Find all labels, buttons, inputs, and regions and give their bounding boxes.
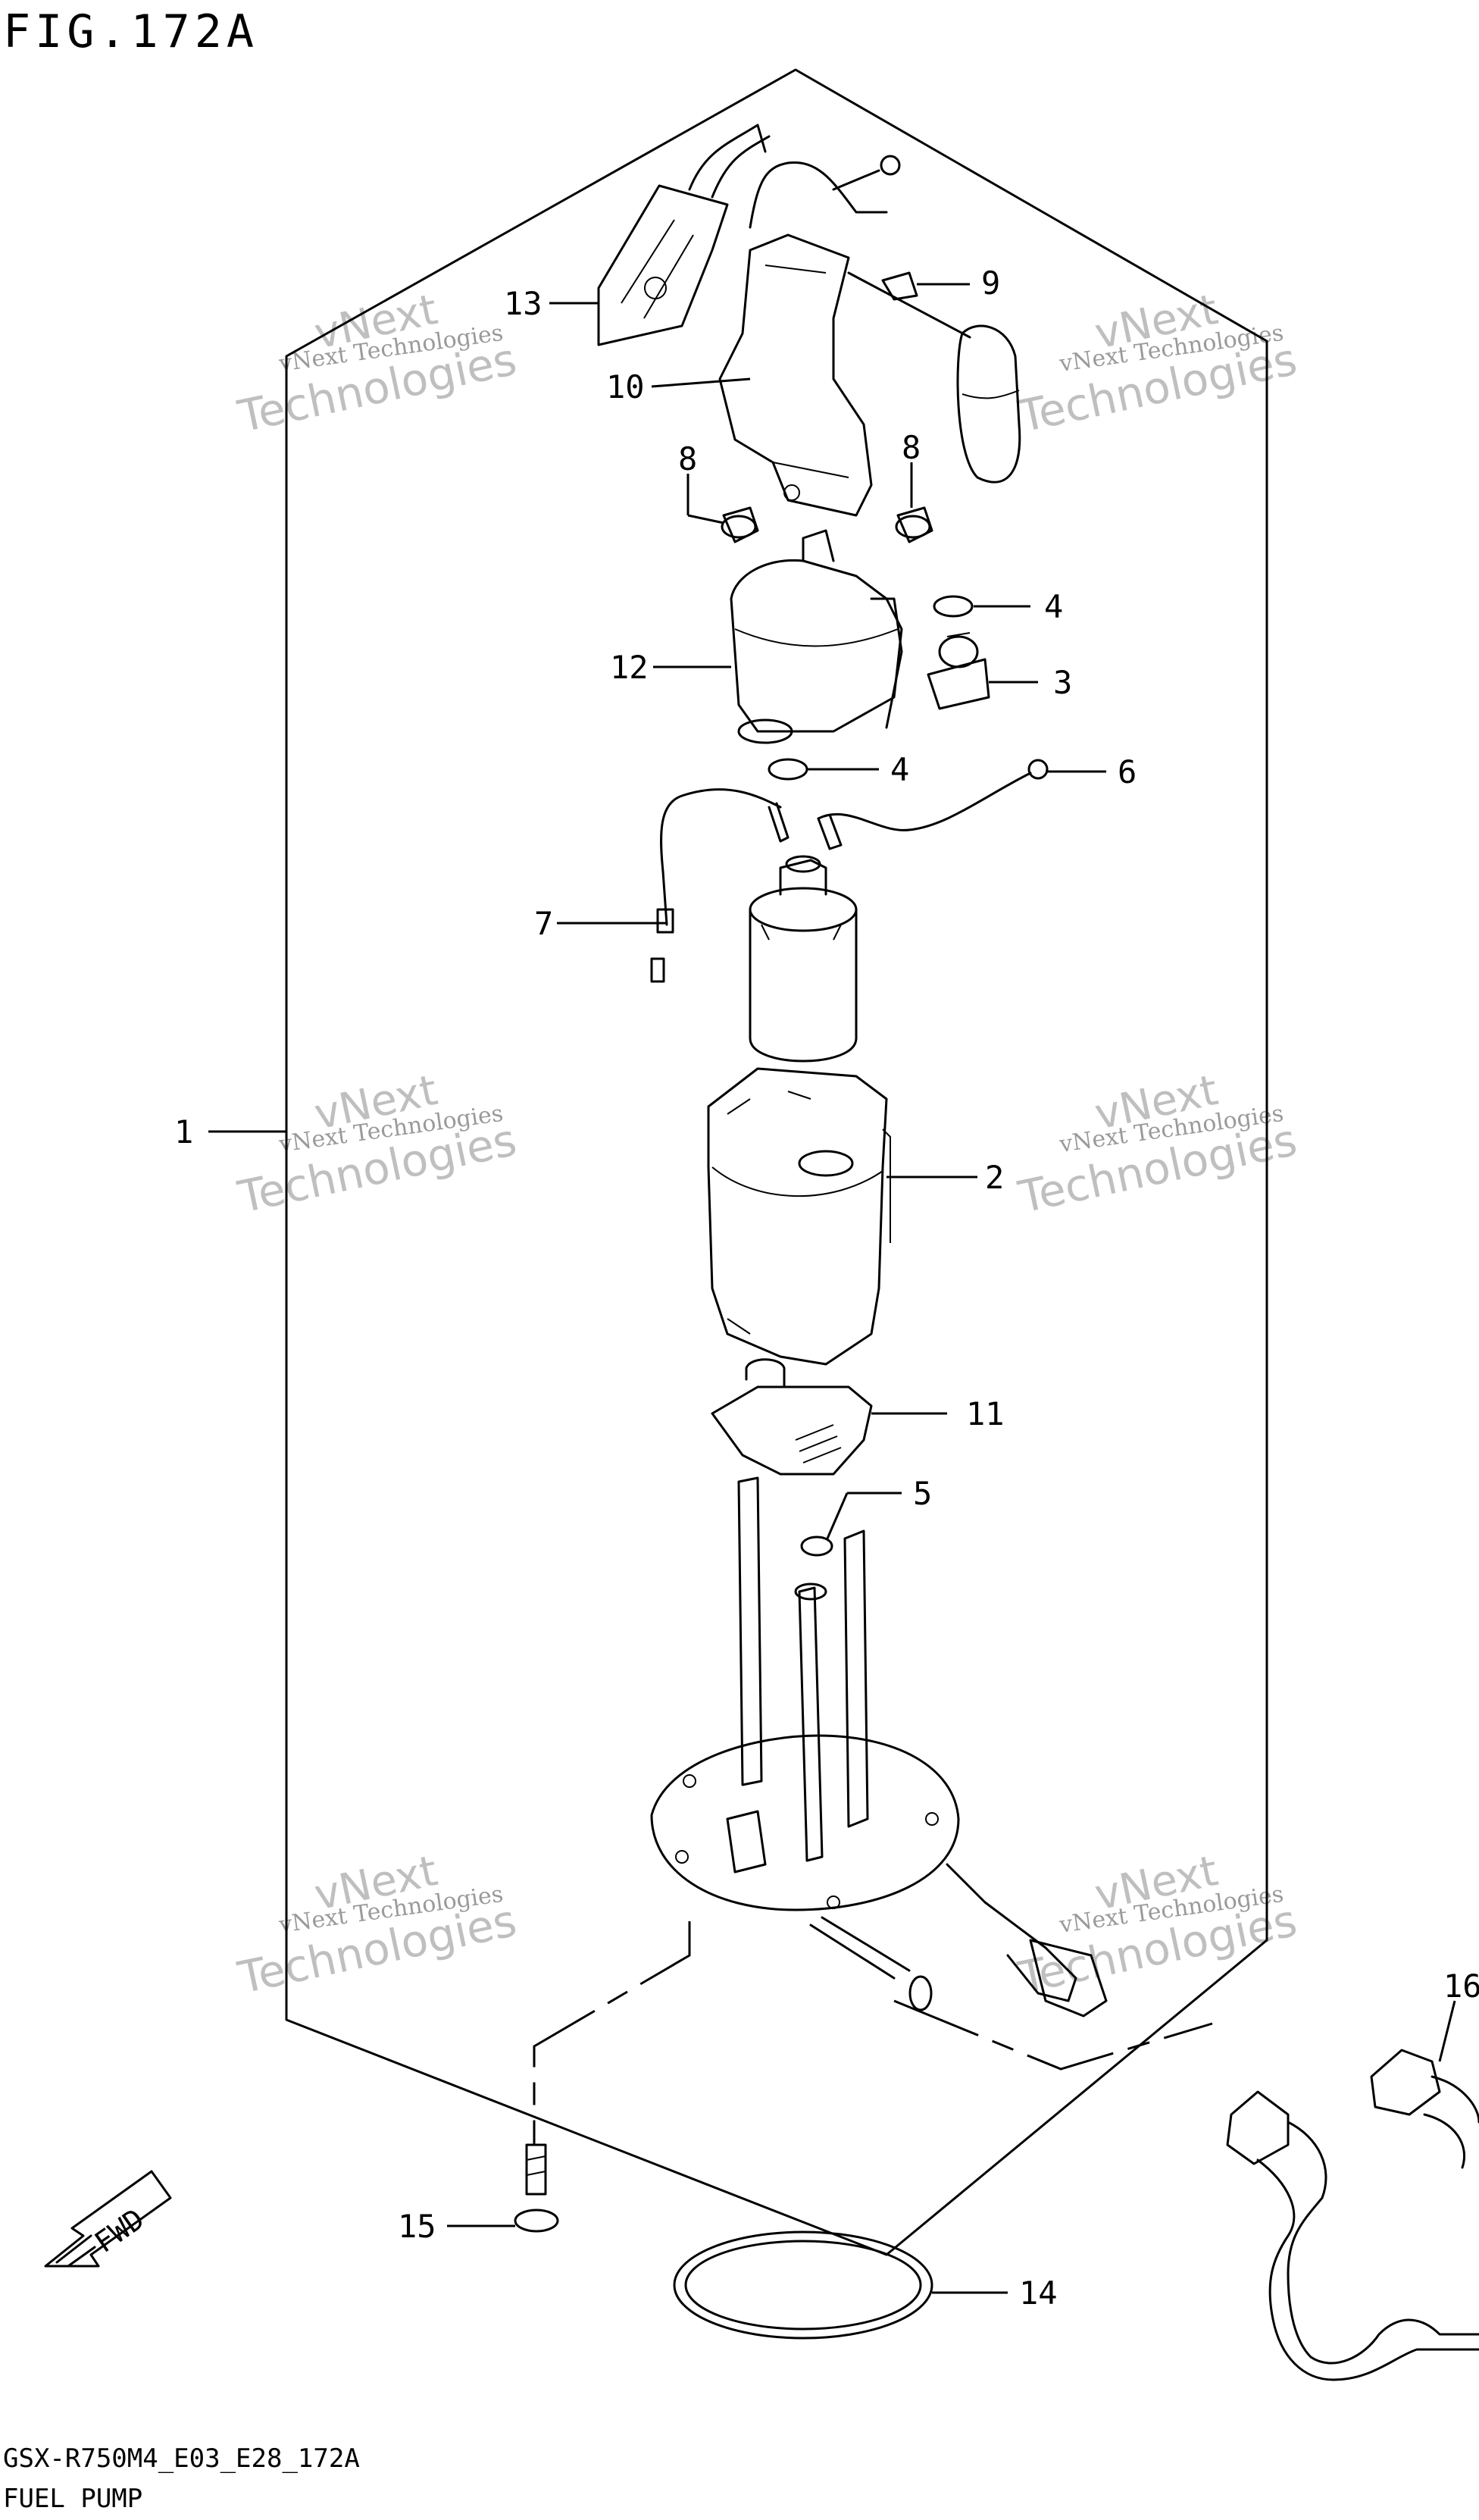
callout-13: 13 [504,285,543,322]
callout-14: 14 [1019,2274,1058,2312]
part-4-o-ring-upper [933,595,974,618]
exploded-view-dash-lines [533,1921,1213,2145]
part-2-pump-case [707,1067,891,1366]
callout-16: 16 [1443,1967,1479,2005]
pump-base-plate [650,1476,1108,2018]
callout-9: 9 [981,265,1000,302]
watermark-bottom-left: vNext vNext Technologies Technologies [233,1846,521,2004]
callout-2: 2 [985,1159,1004,1196]
watermark-top-right: vNext vNext Technologies Technologies [1014,285,1302,443]
figure-title: FIG.172A [3,5,258,58]
part-8-bolt-right [895,506,933,543]
part-4-o-ring-lower [768,758,808,781]
part-9-clip [881,271,918,301]
watermark-bottom-right: vNext vNext Technologies Technologies [1014,1846,1302,2004]
figure-code: GSX-R750M4_E03_E28_172A [3,2443,360,2474]
callout-8-left: 8 [678,440,697,477]
part-6-wire-lead [817,759,1049,850]
callout-7: 7 [534,905,553,942]
leader-lines [208,283,1456,2294]
callout-5: 5 [913,1475,932,1512]
callout-12: 12 [610,649,649,686]
fuel-pump-motor [749,855,858,1063]
part-15-screw [514,2143,559,2233]
part-8-bolt-left [721,506,759,543]
part-5-o-ring [800,1535,833,1557]
watermark-top-left: vNext vNext Technologies Technologies [233,285,521,443]
callout-6: 6 [1118,753,1137,790]
callout-4-lower: 4 [890,751,909,788]
part-11-filter [711,1358,873,1476]
fwd-direction-arrow: FWD [44,2170,172,2268]
callout-11: 11 [966,1395,1005,1432]
callout-8-right: 8 [902,429,921,466]
callout-3: 3 [1053,664,1072,701]
callout-labels: 13 10 9 8 8 12 4 3 4 6 7 1 2 11 5 15 14 … [174,265,1479,2312]
part-7-wire-lead [650,788,790,983]
part-3-pressure-regulator [927,632,990,710]
part-13-sender-unit [597,124,901,346]
callout-10: 10 [606,368,645,405]
watermark-mid-right: vNext vNext Technologies Technologies [1014,1066,1302,1223]
figure-name: FUEL PUMP [3,2484,142,2514]
part-10-float-arm [718,233,1021,517]
part-16-fuel-hose [1226,2049,1479,2381]
callout-4-upper: 4 [1044,588,1063,625]
callout-15: 15 [398,2208,436,2245]
part-12-pump-cap [730,529,903,744]
part-14-gasket [673,2230,933,2340]
watermark-mid-left: vNext vNext Technologies Technologies [233,1066,521,1223]
callout-1: 1 [174,1113,193,1150]
